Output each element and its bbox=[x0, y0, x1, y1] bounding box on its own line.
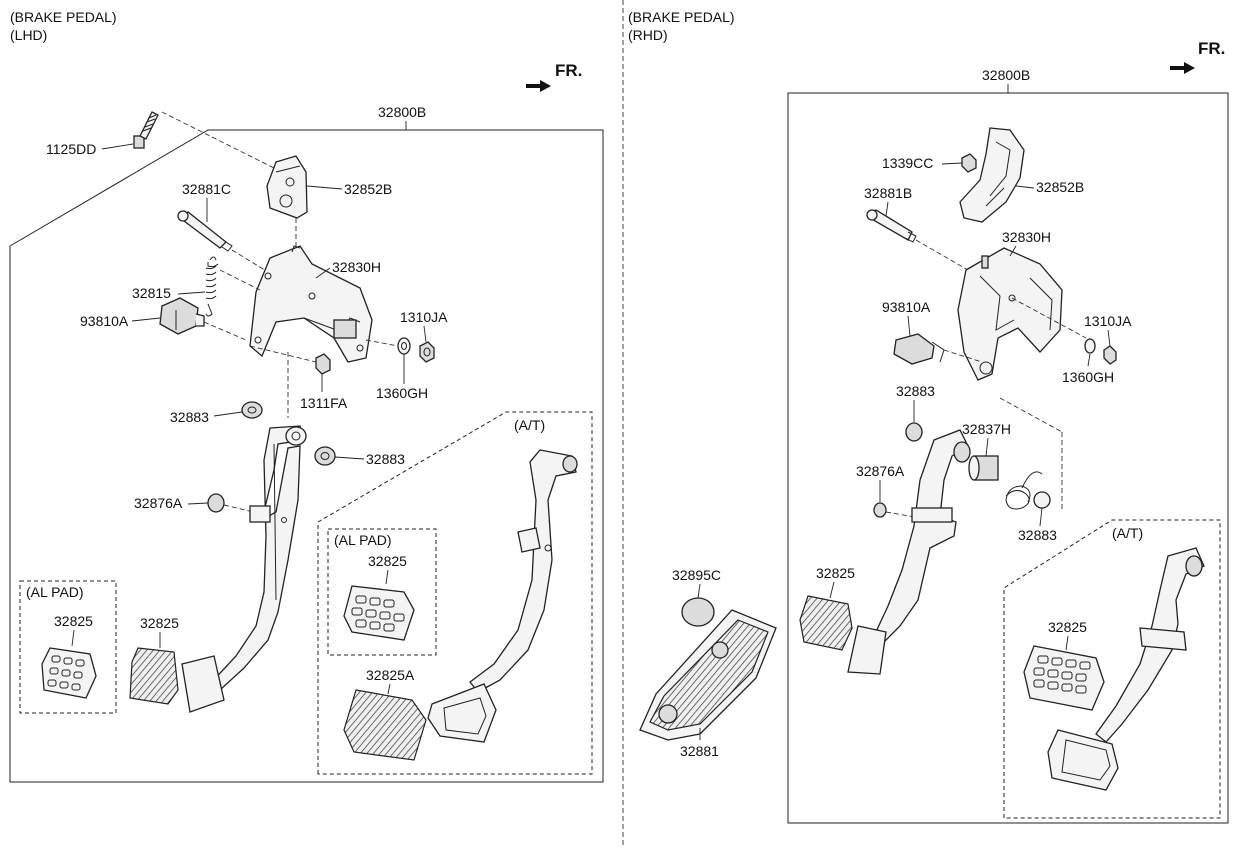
pad-main-part bbox=[129, 647, 179, 705]
left-label-pad-alpad-inner: 32825 bbox=[368, 553, 407, 569]
pin-part bbox=[866, 209, 917, 243]
left-label-pad-alpad-outer: 32825 bbox=[54, 613, 93, 629]
left-label-member: 32830H bbox=[332, 259, 381, 275]
pad-alpad-outer-part bbox=[41, 647, 97, 699]
bracket-part bbox=[266, 155, 308, 219]
bush-right-part bbox=[314, 446, 336, 466]
left-label-pad-main: 32825 bbox=[140, 615, 179, 631]
left-label-bush-top: 32883 bbox=[170, 409, 209, 425]
bush-top-part bbox=[241, 401, 263, 419]
left-label-clip-nut: 1311FA bbox=[300, 395, 348, 411]
nut-part bbox=[1103, 345, 1117, 365]
right-label-nut-top: 1339CC bbox=[882, 155, 933, 171]
at-pedal-arm-part bbox=[427, 449, 578, 743]
at-pedal-arm-part bbox=[1047, 547, 1205, 791]
cap-part bbox=[681, 597, 715, 627]
middle-label-foot-rest: 32881 bbox=[680, 743, 719, 759]
right-label-switch: 93810A bbox=[882, 299, 931, 315]
right-label-pad-at: 32825 bbox=[1048, 619, 1087, 635]
member-part bbox=[249, 245, 373, 363]
left-label-pin: 32881C bbox=[182, 181, 231, 197]
left-header-line1: (BRAKE PEDAL) bbox=[10, 9, 117, 25]
bush-top-part bbox=[905, 422, 923, 442]
clip-nut-part bbox=[315, 353, 331, 375]
bolt-part bbox=[133, 111, 159, 149]
alpad-outer-box bbox=[19, 580, 117, 714]
pedal-arm-part bbox=[181, 425, 307, 713]
pin-part bbox=[177, 210, 233, 252]
bush-bottom-part bbox=[1033, 491, 1051, 509]
right-label-bush-top: 32883 bbox=[896, 383, 935, 399]
right-label-pin: 32881B bbox=[864, 185, 912, 201]
left-alpad-outer-label: (AL PAD) bbox=[26, 584, 84, 600]
pad-at-part bbox=[343, 689, 427, 761]
right-fr-label: FR. bbox=[1198, 39, 1225, 58]
washer-part bbox=[397, 337, 411, 355]
alpad-inner-box bbox=[327, 528, 437, 656]
left-label-pad-at: 32825A bbox=[366, 667, 415, 683]
right-label-bush-bottom: 32883 bbox=[1018, 527, 1057, 543]
fr-arrow-icon bbox=[526, 80, 551, 92]
stopper-part bbox=[207, 493, 225, 513]
fr-arrow-icon bbox=[1170, 62, 1195, 74]
left-label-stopper: 32876A bbox=[134, 495, 183, 511]
left-label-washer: 1360GH bbox=[376, 385, 428, 401]
nut-part bbox=[419, 341, 435, 363]
left-header-line2: (LHD) bbox=[10, 27, 47, 43]
right-label-nut: 1310JA bbox=[1084, 313, 1132, 329]
right-label-member: 32830H bbox=[1002, 229, 1051, 245]
stopper-part bbox=[873, 502, 887, 518]
middle-label-cap: 32895C bbox=[672, 567, 721, 583]
at-box-right bbox=[1003, 519, 1221, 819]
right-panel: (BRAKE PEDAL) (RHD) FR. 32800B 1339CC 32… bbox=[628, 9, 1229, 824]
right-at-label: (A/T) bbox=[1112, 525, 1143, 541]
right-label-bracket: 32852B bbox=[1036, 179, 1084, 195]
left-label-switch: 93810A bbox=[80, 313, 129, 329]
right-header-line1: (BRAKE PEDAL) bbox=[628, 9, 735, 25]
right-label-assembly: 32800B bbox=[982, 67, 1030, 83]
member-part bbox=[957, 247, 1063, 381]
right-label-stopper: 32876A bbox=[856, 463, 905, 479]
pedal-arm-part bbox=[847, 429, 971, 675]
left-fr-label: FR. bbox=[555, 61, 582, 80]
left-assembly-frame bbox=[9, 129, 604, 783]
nut-top-part bbox=[961, 153, 977, 173]
collar-part bbox=[968, 455, 999, 481]
middle-section: 32895C 32881 bbox=[639, 567, 777, 759]
left-at-label: (A/T) bbox=[514, 417, 545, 433]
left-label-nut: 1310JA bbox=[400, 309, 448, 325]
switch-part bbox=[893, 333, 945, 365]
left-label-bolt: 1125DD bbox=[46, 141, 96, 157]
right-header-line2: (RHD) bbox=[628, 27, 668, 43]
switch-part bbox=[159, 297, 205, 335]
pad-alpad-inner-part bbox=[343, 585, 415, 641]
foot-rest-part bbox=[639, 609, 777, 741]
left-alpad-inner-label: (AL PAD) bbox=[334, 532, 392, 548]
right-label-collar: 32837H bbox=[962, 421, 1011, 437]
left-panel: (BRAKE PEDAL) (LHD) FR. 32800B 1125DD 32… bbox=[9, 9, 604, 783]
washer-part bbox=[1084, 338, 1096, 354]
spring-part bbox=[205, 256, 219, 317]
left-label-spring: 32815 bbox=[132, 285, 171, 301]
pad-main-part bbox=[799, 595, 853, 651]
left-label-bush-right: 32883 bbox=[366, 451, 405, 467]
left-label-bracket: 32852B bbox=[344, 181, 392, 197]
right-assembly-frame bbox=[787, 92, 1229, 824]
torsion-spring-part bbox=[1005, 471, 1043, 510]
bracket-part bbox=[959, 127, 1025, 223]
right-label-pad-main: 32825 bbox=[816, 565, 855, 581]
at-box-left bbox=[317, 411, 593, 775]
pad-at-part bbox=[1023, 645, 1105, 711]
right-label-washer: 1360GH bbox=[1062, 369, 1114, 385]
left-label-assembly: 32800B bbox=[378, 104, 426, 120]
